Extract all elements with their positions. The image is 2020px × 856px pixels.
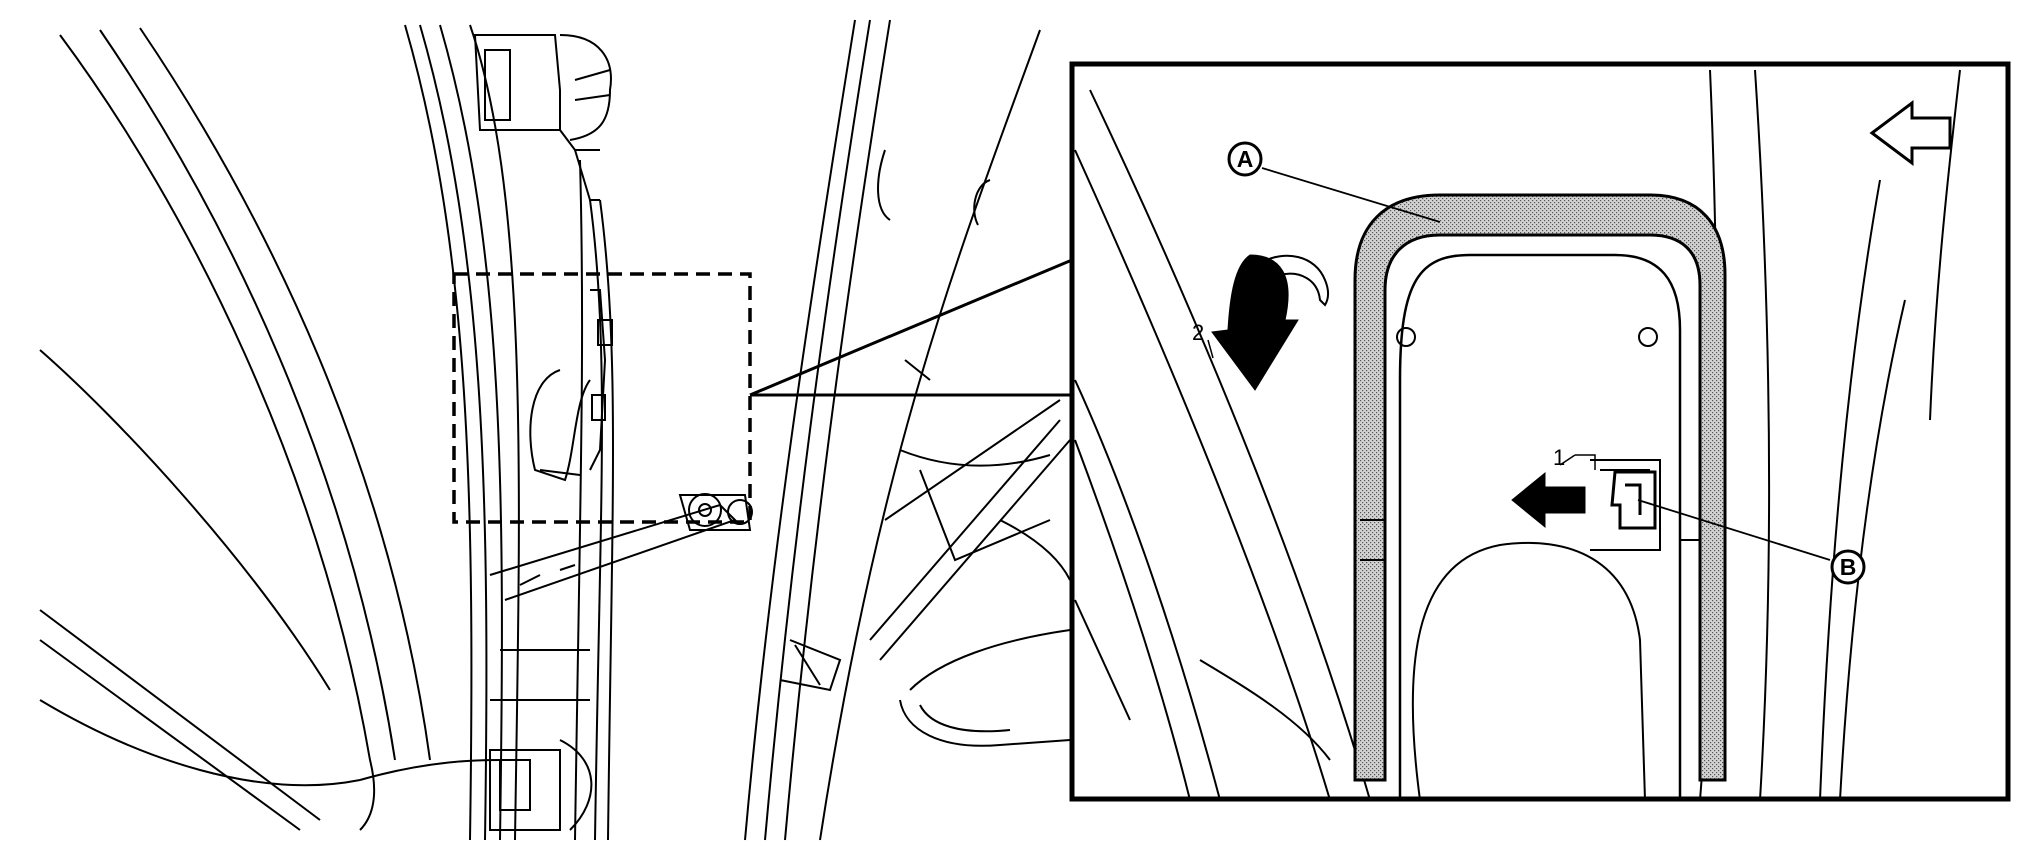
- lift-rotate-arrow-icon: [1211, 254, 1329, 391]
- front-direction-arrow-icon: [1869, 100, 1952, 166]
- overview-drawing: [39, 19, 1071, 841]
- step-2-label: 2: [1192, 320, 1204, 345]
- detail-callout-box: [452, 272, 752, 524]
- callout-b-label: B: [1840, 554, 1857, 580]
- callout-b: B: [1830, 549, 1866, 585]
- callout-leaders: [1261, 167, 1831, 561]
- callout-a: A: [1227, 141, 1263, 177]
- trim-edge-detail: [1360, 519, 1701, 580]
- step-2-leader: [1207, 339, 1214, 359]
- release-push-arrow-icon: [1511, 471, 1586, 529]
- detail-view-frame: [1069, 61, 2011, 802]
- step-1-label: 1: [1553, 445, 1565, 470]
- step-1-leader: [1559, 454, 1596, 470]
- clip-b: [1610, 470, 1657, 530]
- zoom-connector-lines: [749, 258, 1073, 397]
- callout-a-label: A: [1237, 146, 1254, 172]
